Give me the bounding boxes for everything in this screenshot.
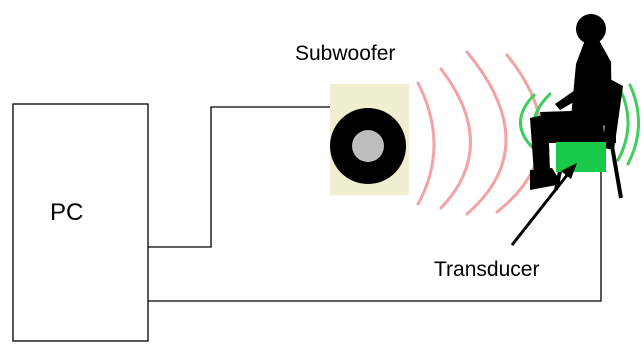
seated-person-icon bbox=[530, 14, 612, 190]
person-thigh bbox=[540, 110, 604, 138]
chair-back-leg bbox=[610, 145, 623, 199]
person-neck-torso bbox=[570, 40, 612, 128]
speaker-cone-inner bbox=[352, 130, 384, 162]
transducer-label: Transducer bbox=[434, 258, 539, 281]
transducer-block bbox=[556, 142, 606, 172]
sound-wave-1 bbox=[416, 81, 436, 206]
person-head bbox=[576, 14, 606, 44]
vibration-wave-left-1 bbox=[519, 93, 536, 149]
transducer-arrow bbox=[510, 163, 577, 246]
subwoofer-speaker-icon bbox=[330, 84, 409, 195]
sound-wave-3 bbox=[465, 50, 508, 216]
pc-to-transducer-wire bbox=[148, 150, 602, 302]
transducer-arrow-shaft bbox=[510, 173, 570, 246]
transducer-arrowhead bbox=[561, 163, 577, 179]
sound-wave-2 bbox=[439, 67, 472, 210]
pc-box bbox=[12, 103, 149, 342]
subwoofer-label: Subwoofer bbox=[295, 42, 395, 65]
person-foot bbox=[530, 168, 562, 190]
person-shin bbox=[530, 114, 550, 174]
pc-to-subwoofer-wire bbox=[148, 106, 330, 248]
vibration-wave-right-2 bbox=[616, 87, 630, 162]
chair-seat bbox=[548, 133, 616, 143]
pc-label: PC bbox=[50, 199, 83, 226]
person-arm bbox=[555, 60, 593, 110]
vibration-wave-right-1 bbox=[626, 83, 640, 166]
